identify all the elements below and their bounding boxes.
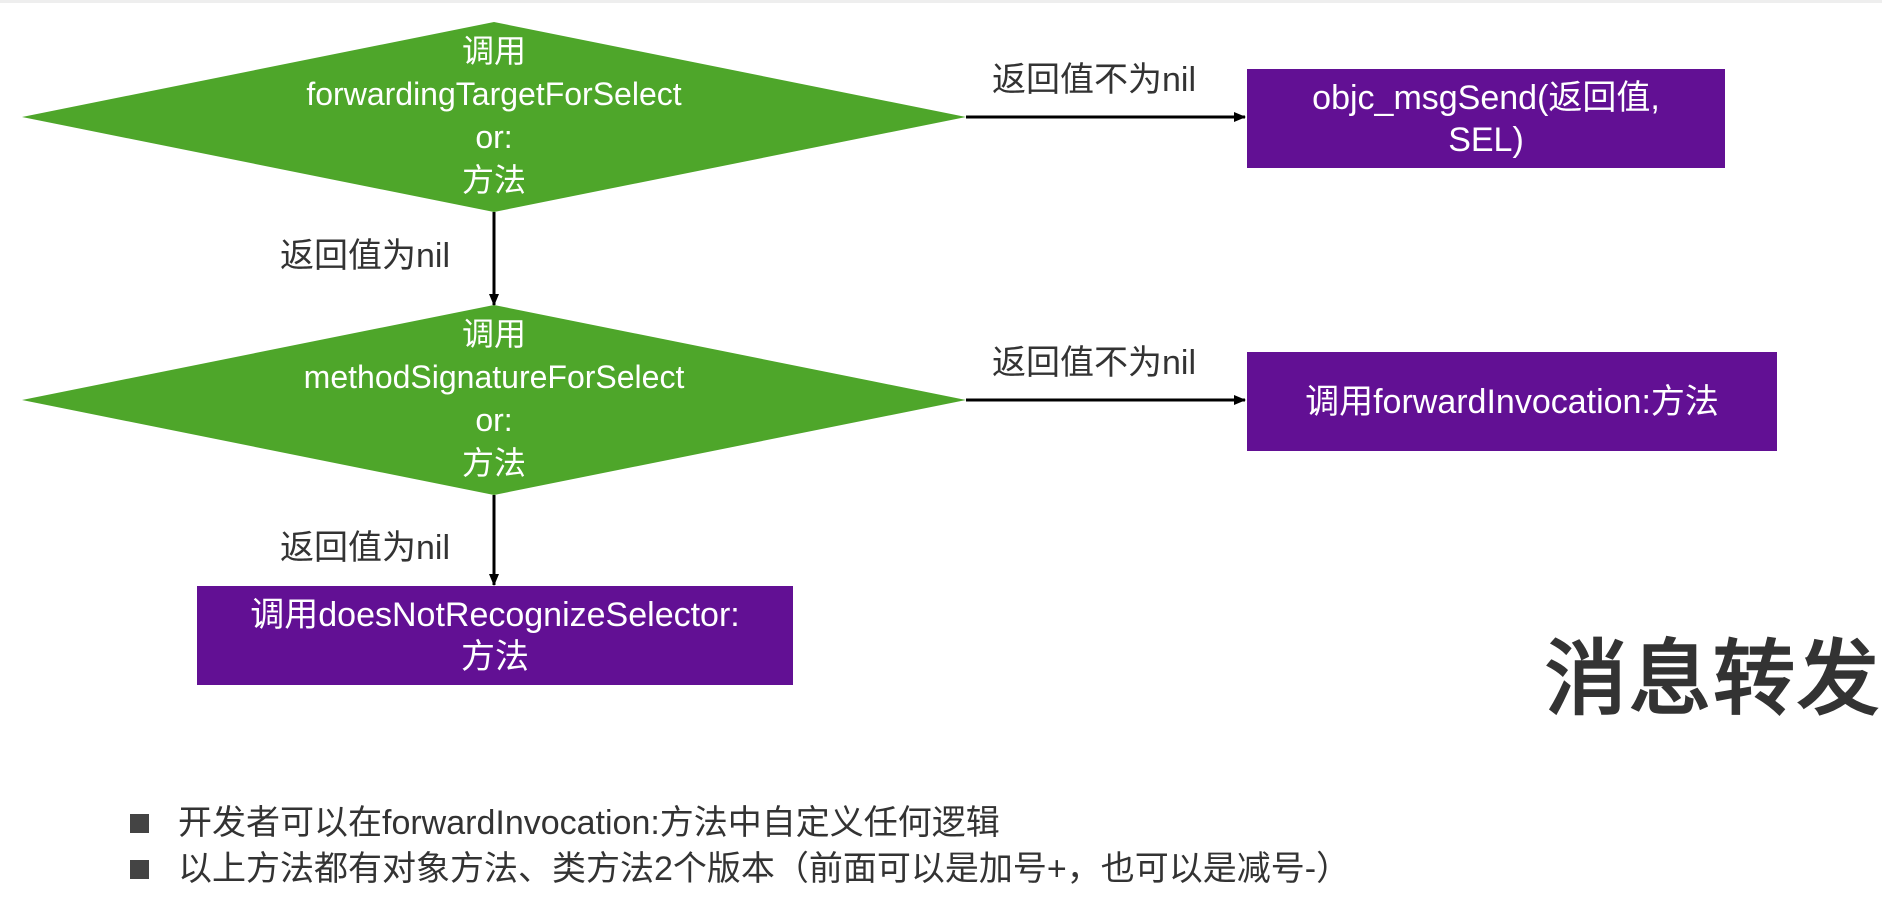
node-text-line: forwardingTargetForSelect [306,76,682,112]
node-text-line: 方法 [461,162,526,198]
edge-label-nil-2: 返回值为nil [280,529,451,567]
square-bullet-icon [130,814,149,833]
node-text-line: 方法 [461,445,526,481]
process-box-does-not-recognize: 调用doesNotRecognizeSelector: 方法 [197,586,793,685]
top-divider [0,0,1882,3]
node-text-line: methodSignatureForSelect [303,359,685,395]
node-text-line: 调用doesNotRecognizeSelector: [250,595,740,634]
diamond-label-method-signature: 调用 methodSignatureForSelect or: 方法 [264,313,724,485]
node-text-line: objc_msgSend(返回值, [1312,78,1660,117]
node-text-line: 调用 [461,33,526,69]
node-text-line: or: [475,402,513,438]
bullet-text: 以上方法都有对象方法、类方法2个版本（前面可以是加号+，也可以是减号-） [178,850,1351,888]
process-box-objc-msgsend: objc_msgSend(返回值, SEL) [1247,69,1725,168]
edge-label-not-nil-1: 返回值不为nil [992,61,1197,99]
decision-diamond-forwarding-target [22,22,966,212]
bullet-item: 开发者可以在forwardInvocation:方法中自定义任何逻辑 [130,800,1350,846]
diamond-label-forwarding-target: 调用 forwardingTargetForSelect or: 方法 [264,30,724,202]
node-text-line: 调用forwardInvocation:方法 [1305,382,1719,421]
edge-label-nil-1: 返回值为nil [280,237,451,275]
edge-label-not-nil-2: 返回值不为nil [992,344,1197,382]
bullet-text: 开发者可以在forwardInvocation:方法中自定义任何逻辑 [178,804,1000,842]
square-bullet-icon [130,860,149,879]
node-text-line: 调用 [461,316,526,352]
page-title: 消息转发 [1545,634,1882,725]
process-box-forward-invocation: 调用forwardInvocation:方法 [1247,352,1777,451]
bullet-item: 以上方法都有对象方法、类方法2个版本（前面可以是加号+，也可以是减号-） [130,846,1350,892]
node-text-line: SEL) [1448,120,1524,159]
node-text-line: 方法 [461,637,529,676]
node-text-line: or: [475,119,513,155]
decision-diamond-method-signature [22,305,966,495]
bullet-list: 开发者可以在forwardInvocation:方法中自定义任何逻辑 以上方法都… [130,800,1350,892]
